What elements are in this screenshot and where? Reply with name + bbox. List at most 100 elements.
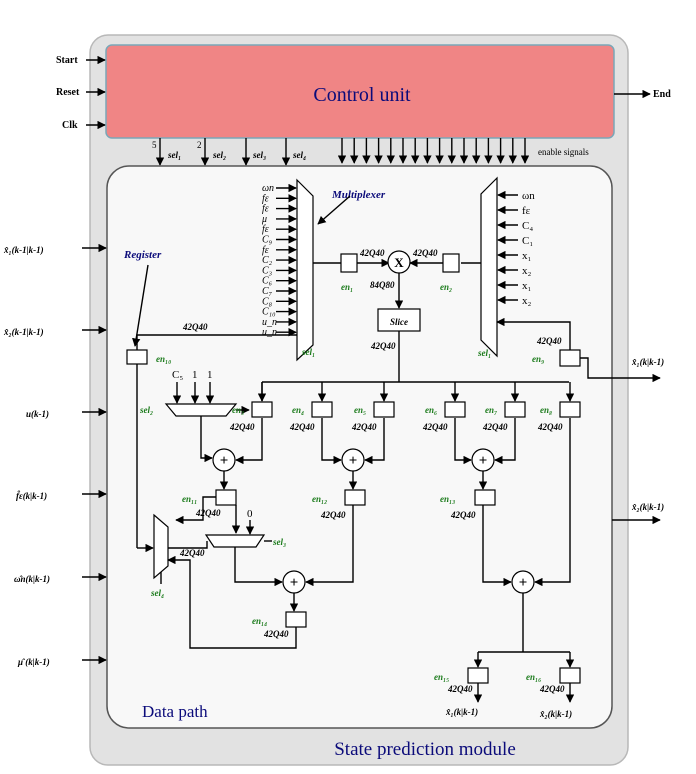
right-mux-input-label: x₁ (522, 280, 532, 292)
sel2-bits: 2 (197, 140, 202, 150)
mux3-c5: C₅ (172, 369, 183, 381)
end-label: End (653, 89, 671, 100)
en10-label: en₁₀ (156, 354, 171, 364)
input-f-eps: f̂ε(k|k-1) (16, 490, 47, 501)
en14-label: en₁₄ (252, 616, 267, 626)
sel3-mux: sel₃ (272, 537, 286, 547)
reset-label: Reset (56, 87, 80, 98)
register-en2 (442, 253, 460, 273)
sel2-label: sel₂ (212, 150, 226, 160)
clk-label: Clk (62, 120, 78, 131)
sel4-label: sel₄ (292, 150, 306, 160)
adder-3-symbol: + (479, 453, 488, 469)
q-reg14: 42Q40 (263, 629, 289, 639)
left-mux-input-label: fε (262, 204, 269, 215)
stage-format-label: 42Q40 (351, 422, 377, 432)
left-mux-input-label: C₇ (262, 286, 273, 297)
output-x2: x̂₂(k|k-1) (631, 502, 664, 512)
en12-label: en₁₂ (312, 494, 327, 504)
mux3-one-a: 1 (192, 369, 198, 381)
en2-label: en₂ (440, 282, 452, 292)
mux-sel2 (164, 403, 238, 417)
en15-label: en₁₅ (434, 672, 449, 682)
data-path-label: Data path (142, 702, 208, 721)
register-en15 (467, 667, 489, 684)
sel4-mux: sel₄ (150, 588, 164, 598)
left-mux-input-label: u_n (262, 327, 277, 338)
en13-label: en₁₃ (440, 494, 455, 504)
stage-format-label: 42Q40 (289, 422, 315, 432)
sel1-label: sel₁ (167, 150, 181, 160)
register-en10 (126, 349, 148, 365)
right-mux-input-label: C₁ (522, 235, 533, 247)
control-unit-label: Control unit (313, 84, 411, 106)
stage-register (251, 401, 273, 418)
input-omega: ω̂n(k|k-1) (14, 574, 50, 584)
input-mu: μ̂ (k|k-1) (17, 657, 50, 667)
q-reg13: 42Q40 (450, 510, 476, 520)
stage-register (311, 401, 333, 418)
left-mux-input-label: u_n (262, 317, 277, 328)
right-mux-input-label: ωn (522, 190, 535, 202)
register-en14 (285, 611, 307, 628)
en9-label: en₉ (532, 354, 544, 364)
slice-label: Slice (390, 317, 408, 327)
final-x1: x̂₁(k|k-1) (445, 707, 478, 717)
left-mux-input-label: C₂ (262, 255, 273, 266)
stage-register (444, 401, 466, 418)
right-mux-input-label: fε (522, 205, 531, 217)
mux3-inputs: C₅ 1 1 (172, 369, 215, 404)
left-mux-input-label: C₈ (262, 296, 273, 307)
right-multiplexer (480, 176, 498, 358)
input-signals: x̂₁(k-1|k-1) x̂₂(k-1|k-1) u(k-1) f̂ε(k|k… (3, 243, 107, 667)
left-mux-input-label: fε (262, 224, 269, 235)
output-x1: x̂₁(k|k-1) (631, 357, 664, 367)
q-mul-b: 42Q40 (412, 248, 438, 258)
mux3-one-b: 1 (207, 369, 213, 381)
adder-1-symbol: + (220, 453, 229, 469)
adder-2-symbol: + (349, 453, 358, 469)
left-mux-input-label: fε (262, 245, 269, 256)
stage-enable-label: en₃ (232, 405, 244, 415)
register-en16 (559, 667, 581, 684)
input-x1-prev: x̂₁(k-1|k-1) (3, 245, 44, 255)
stage-register (373, 401, 395, 418)
q-mul-out: 84Q80 (370, 280, 395, 290)
q-reg12: 42Q40 (320, 510, 346, 520)
stage-registers: en₃42Q40en₄42Q40en₅42Q40en₆42Q40en₇42Q40… (229, 401, 581, 432)
adder-4-symbol: + (290, 575, 299, 591)
right-mux-input-label: C₄ (522, 220, 533, 232)
stage-format-label: 42Q40 (422, 422, 448, 432)
register-en1 (340, 253, 358, 273)
multiplexer-label: Multiplexer (331, 189, 386, 201)
input-x2-prev: x̂₂(k-1|k-1) (3, 327, 44, 337)
q-mul-a: 42Q40 (359, 248, 385, 258)
sel2-mux: sel₂ (139, 405, 153, 415)
left-mux-input-label: ωn (262, 183, 274, 194)
stage-format-label: 42Q40 (537, 422, 563, 432)
mux5-zero: 0 (247, 508, 253, 520)
left-mux-input-label: C₃ (262, 265, 273, 276)
multiplier-symbol: X (394, 255, 404, 270)
register-en13 (474, 489, 496, 506)
start-label: Start (56, 55, 78, 66)
enable-signal-arrows (337, 138, 530, 164)
adder-5-symbol: + (519, 575, 528, 591)
left-mux-input-label: C₆ (262, 276, 273, 287)
module-title: State prediction module (334, 739, 516, 760)
stage-register (504, 401, 526, 418)
stage-format-label: 42Q40 (229, 422, 255, 432)
en11-label: en₁₁ (182, 494, 197, 504)
stage-enable-label: en₅ (354, 405, 366, 415)
right-mux-input-label: x₂ (522, 295, 532, 307)
right-mux-input-label: x₁ (522, 250, 532, 262)
en16-label: en₁₆ (526, 672, 541, 682)
q-reg15: 42Q40 (447, 684, 473, 694)
sel1-bits: 5 (152, 140, 157, 150)
bus-drops (257, 382, 575, 402)
register-en9 (559, 349, 581, 367)
control-unit-block (105, 44, 615, 139)
left-multiplexer (296, 178, 314, 362)
